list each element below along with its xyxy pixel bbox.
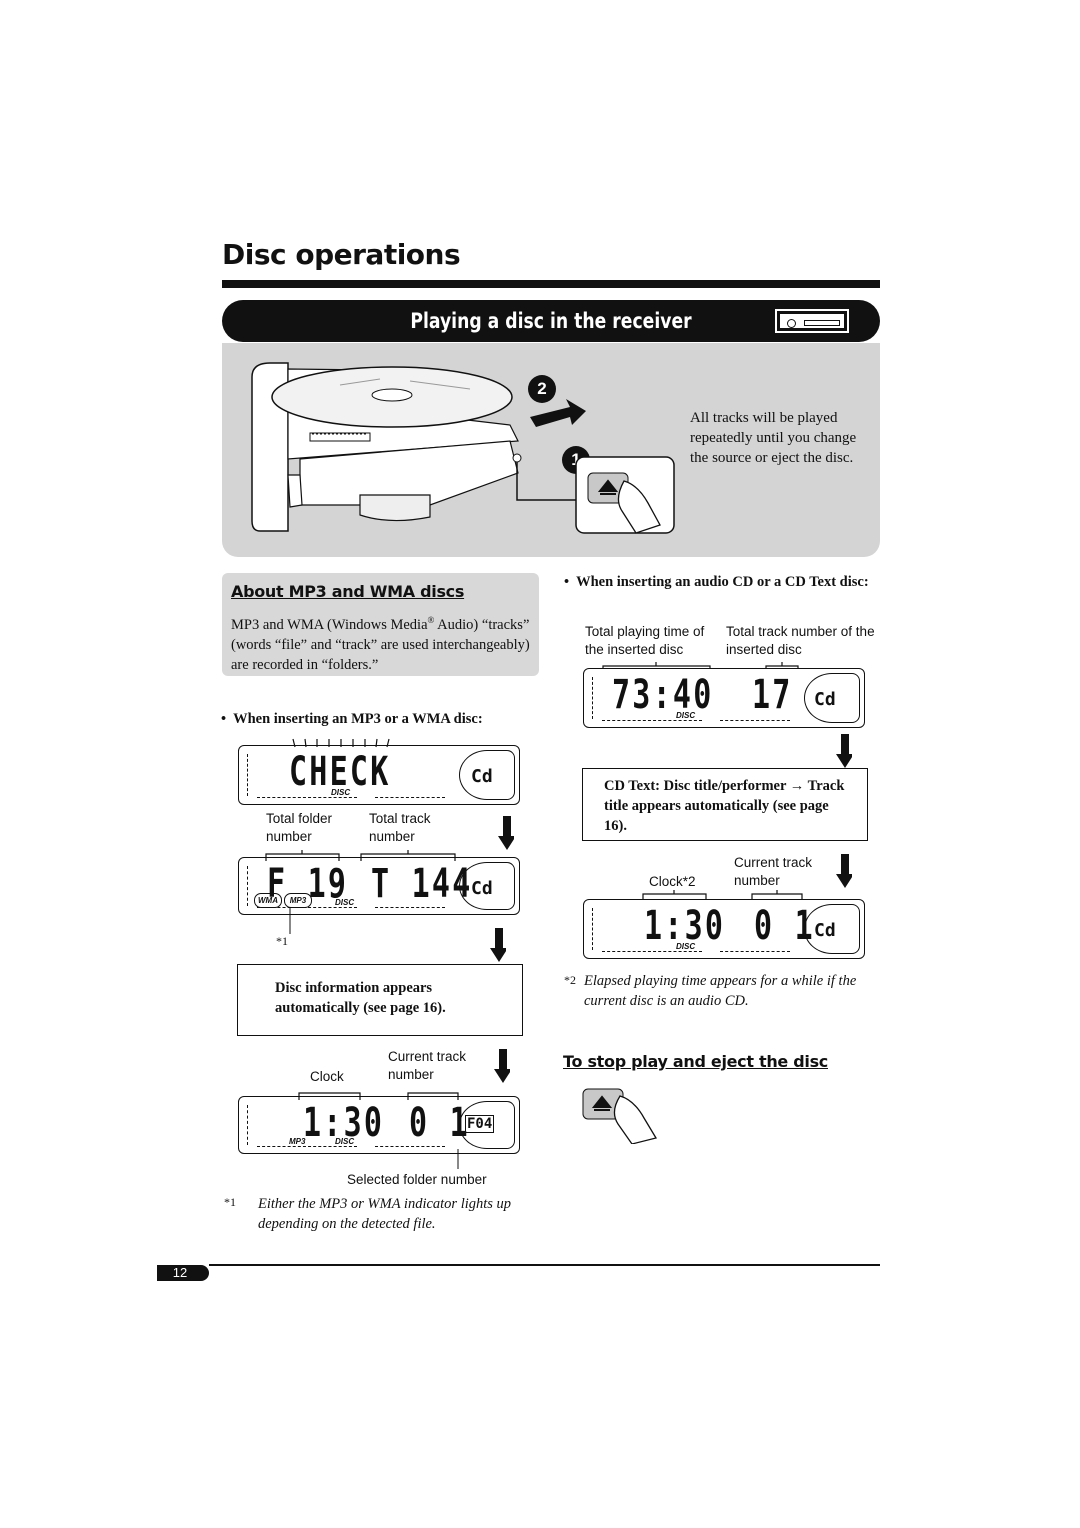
info-box-cd-text: CD Text: Disc title/performer → Track ti… [604,778,845,834]
down-arrow-icon [836,854,852,888]
mp3-bullet: • When inserting an MP3 or a WMA disc: [221,711,483,727]
footnote2-mark: *2 [564,973,576,987]
lcd-check-text: CHECK [289,749,391,795]
section-bar [222,300,880,342]
down-arrow-icon [498,816,514,850]
footnote-mark-1: *1 [276,934,288,948]
cap-total-tracks: Total track number of the inserted disc [726,624,875,657]
cap-selected-folder: Selected folder number [347,1172,487,1187]
footnote2-text: Elapsed playing time appears for a while… [584,973,857,1009]
mp3-wma-heading: About MP3 and WMA discs [231,582,465,601]
footnote-leader [289,908,291,934]
down-arrow-icon [494,1049,510,1083]
info-box-mp3-text: Disc information appears automatically (… [275,980,446,1016]
bracket-marks [602,662,799,673]
insert-arrow-icon [530,399,586,427]
cap-cd-clock: Clock*2 [649,874,696,889]
page-title: Disc operations [222,238,461,271]
bracket-marks [298,1092,459,1169]
eject-heading: To stop play and eject the disc [563,1052,828,1071]
wma-badge: WMA [254,893,282,908]
cap-total-folder: Total folder number [266,811,333,844]
lcd-cd-playing-display: 1:30 0 1 Cd DISC [583,899,865,959]
finger-press-icon [613,1095,658,1144]
page-number: 12 [172,1265,188,1280]
info-box-mp3 [237,964,523,1036]
cap-total-track: Total track number [369,811,431,844]
title-rule [222,280,880,288]
down-arrow-icon [836,734,852,768]
lcd-folder-track-display: F 19 T 144 Cd DISC [238,857,520,915]
lcd-mp3-playing-display: 1:30 0 1 F04 MP3 DISC [238,1096,520,1154]
step-2-badge: 2 [528,375,556,403]
cap-current-track: Current track number [388,1049,467,1082]
footer-rule [209,1264,880,1266]
disc-slot-icon [775,309,849,333]
eject-button-icon [575,456,675,534]
footnote1-text: Either the MP3 or WMA indicator lights u… [258,1196,512,1232]
bracket-marks [642,890,803,901]
mp3-wma-text: MP3 and WMA (Windows Media® Audio) “trac… [231,615,530,673]
down-arrow-icon [490,928,506,962]
cap-total-time: Total playing time of the inserted disc [585,624,705,657]
illustration-note: All tracks will be played repeatedly unt… [690,410,857,466]
cd-bullet: • When inserting an audio CD or a CD Tex… [564,574,869,590]
section-title: Playing a disc in the receiver [410,309,692,333]
cap-cd-current-track: Current track number [734,855,813,888]
bracket-marks [265,850,456,861]
lcd-cd-total-display: 73:40 17 Cd DISC [583,668,865,728]
eject-button-icon [582,1088,658,1144]
cap-clock: Clock [310,1069,344,1084]
receiver-illustration [251,362,586,532]
page-number-badge [157,1265,209,1281]
finger-press-icon [617,480,661,534]
mp3-badge: MP3 [284,893,312,908]
lcd-check-display: CHECK DISC Cd [238,745,520,805]
footnote1-mark: *1 [224,1195,236,1209]
mp3-wma-info-box [222,573,539,676]
info-box-cd [582,768,868,841]
blink-marks [292,738,390,748]
